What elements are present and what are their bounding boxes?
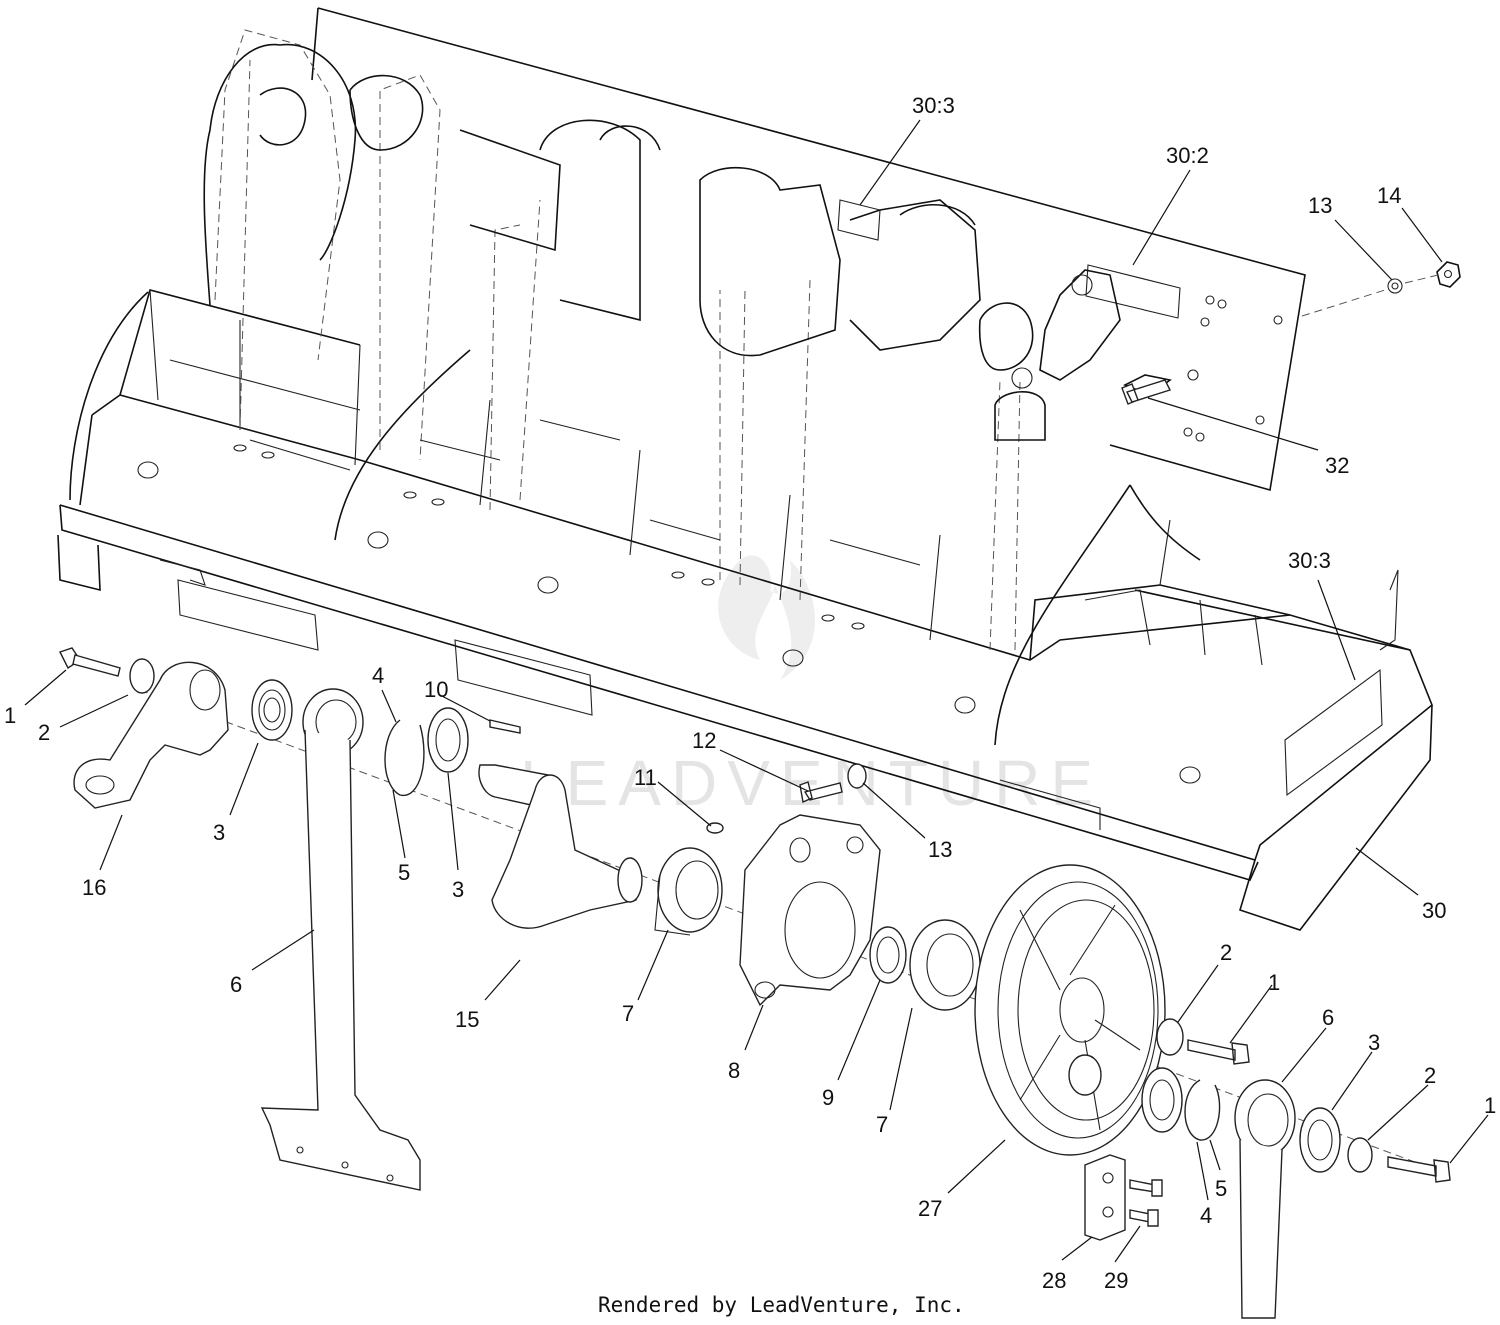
callout-1-far: 1: [1484, 1093, 1496, 1118]
callout-30-2: 30:2: [1166, 143, 1209, 168]
callout-29: 29: [1104, 1268, 1128, 1293]
callout-30: 30: [1422, 898, 1446, 923]
part-1-bolt-right: [1187, 1039, 1250, 1065]
callout-2-far: 2: [1424, 1063, 1436, 1088]
part-9-spacer: [869, 926, 907, 984]
part-7-bearing-left: [654, 847, 723, 936]
part-5-snap-ring-right: [1184, 1079, 1221, 1141]
part-10-key: [489, 719, 521, 734]
callout-27: 27: [918, 1196, 942, 1221]
callout-12: 12: [692, 728, 716, 753]
part-8-housing: [739, 814, 881, 1007]
callout-7-left: 7: [622, 1001, 634, 1026]
callout-2-right: 2: [1220, 940, 1232, 965]
exploded-parts: [59, 379, 1451, 1319]
part-3-bearing-mid: [427, 707, 469, 773]
callout-6-right: 6: [1322, 1005, 1334, 1030]
callout-4-left: 4: [372, 663, 384, 688]
callout-5-right: 5: [1215, 1176, 1227, 1201]
part-1-bolt-far: [1387, 1156, 1451, 1183]
part-12-bolt: [799, 781, 843, 804]
callout-1-right: 1: [1268, 970, 1280, 995]
callout-3-mid: 3: [452, 877, 464, 902]
part-4-snap-ring-left: [384, 719, 425, 796]
part-7-bearing-right: [909, 919, 981, 1011]
callout-15: 15: [455, 1007, 479, 1032]
callout-labels: 30:3 30:2 13 14 32 30:3 30 1 2 16 3 4 5 …: [4, 93, 1496, 1293]
callout-1-left: 1: [4, 703, 16, 728]
part-3-bearing-right: [1299, 1107, 1341, 1173]
callout-7-right: 7: [876, 1112, 888, 1137]
deck-frame-assembly: [57, 7, 1461, 931]
callout-3-right: 3: [1368, 1030, 1380, 1055]
callout-14: 14: [1377, 183, 1401, 208]
part-1-bolt-left: [59, 647, 121, 677]
part-3-bearing-pulley: [1141, 1067, 1183, 1133]
watermark-text: LEADVENTURE: [520, 747, 1103, 819]
callout-30-3-top: 30:3: [912, 93, 955, 118]
callout-6-left: 6: [230, 972, 242, 997]
leader-lines: [24, 119, 1489, 1263]
part-2-washer-right: [1156, 1018, 1184, 1056]
callout-9: 9: [822, 1085, 834, 1110]
callout-4-right: 4: [1200, 1203, 1212, 1228]
callout-13-mid: 13: [928, 837, 952, 862]
callout-16: 16: [82, 875, 106, 900]
callout-13-top: 13: [1308, 193, 1332, 218]
part-3-bearing-left: [251, 679, 293, 741]
callout-8: 8: [728, 1058, 740, 1083]
part-32-bolt: [1121, 379, 1171, 405]
part-27-pulley: [974, 864, 1166, 1156]
callout-28: 28: [1042, 1268, 1066, 1293]
part-28-block: [1084, 1154, 1126, 1241]
part-15-crank: [491, 774, 641, 929]
part-6-arm-right: [1234, 1079, 1296, 1319]
part-13-washer-mid: [847, 763, 867, 789]
callout-5-left: 5: [398, 860, 410, 885]
callout-3-left: 3: [213, 820, 225, 845]
part-2-washer-left: [129, 658, 155, 694]
callout-32: 32: [1325, 453, 1349, 478]
callout-30-3-right: 30:3: [1288, 548, 1331, 573]
part-29-bolts: [1129, 1179, 1163, 1227]
part-2-washer-far: [1347, 1137, 1373, 1173]
part-6-arm-left: [260, 688, 421, 1191]
callout-11: 11: [634, 765, 657, 790]
footer-credit: Rendered by LeadVenture, Inc.: [598, 1293, 965, 1317]
callout-2-left: 2: [38, 720, 50, 745]
part-16-bracket: [73, 661, 229, 809]
callout-10: 10: [424, 677, 448, 702]
